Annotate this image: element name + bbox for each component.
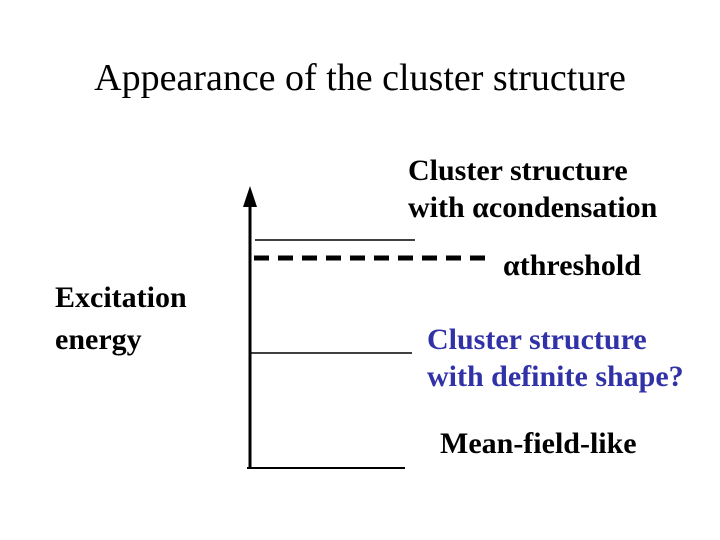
axis-label-line-2: energy (55, 323, 142, 356)
excitation-energy-axis (243, 186, 257, 469)
level-label-alpha-threshold: αthreshold (503, 249, 641, 282)
level-label-line-2: with αcondensation (408, 191, 658, 224)
level-label-line-1: Cluster structure (427, 323, 647, 356)
slide-title: Appearance of the cluster structure (94, 57, 626, 99)
axis-label-line-1: Excitation (55, 281, 187, 314)
level-label-line-1: Cluster structure (408, 154, 628, 187)
level-label-alpha-condensation: Cluster structure with αcondensation (408, 152, 657, 226)
axis-label-excitation-energy: Excitation energy (55, 277, 187, 361)
level-label-line-2: with definite shape? (427, 360, 684, 393)
level-label-definite-shape: Cluster structure with definite shape? (427, 321, 684, 395)
axis-arrowhead-icon (243, 186, 257, 207)
level-label-mean-field: Mean-field-like (440, 427, 637, 460)
